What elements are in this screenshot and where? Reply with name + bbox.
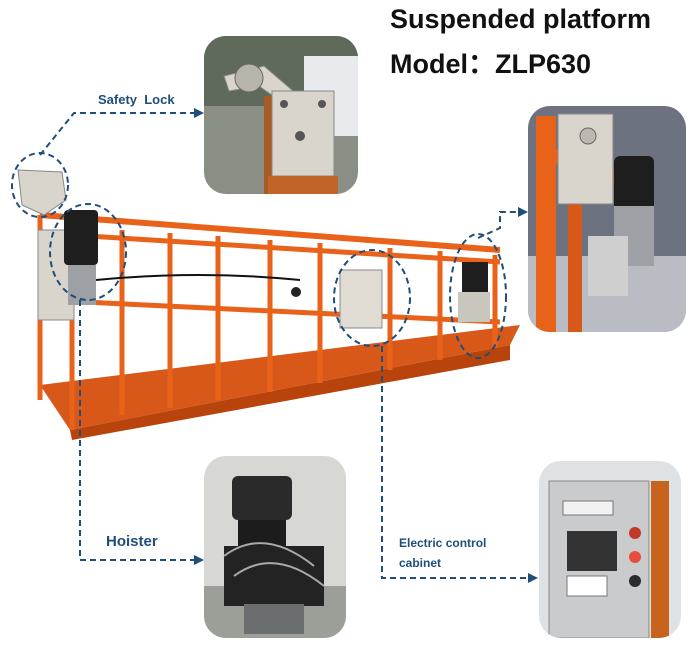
hoist-mount-photo: [528, 106, 686, 332]
safety-lock-label: Safety Lock: [98, 92, 175, 107]
hoister-photo: [204, 456, 346, 638]
title-line-1: Suspended platform: [390, 4, 652, 34]
cabinet-label-line-1: Electric control: [399, 536, 487, 550]
electric-cabinet-photo: [539, 461, 681, 638]
title-line-2: Model：ZLP630: [390, 49, 592, 79]
hoister-label: Hoister: [106, 533, 158, 550]
cabinet-label-line-2: cabinet: [399, 556, 442, 570]
safety-lock-photo: [204, 36, 358, 194]
